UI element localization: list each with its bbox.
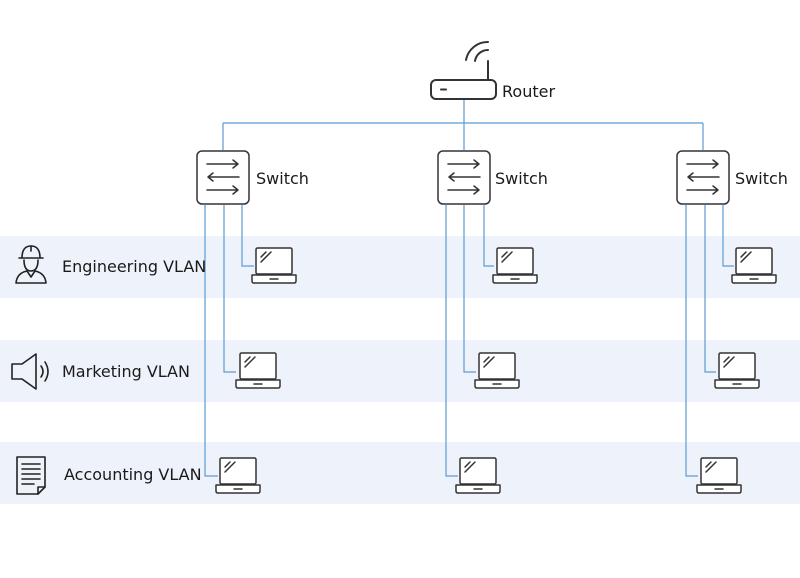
vlan-accounting: Accounting VLAN	[16, 456, 202, 495]
switch-label: Switch	[495, 169, 548, 188]
laptop-icon	[714, 352, 760, 389]
laptop-icon	[474, 352, 520, 389]
vlan-band-marketing	[0, 340, 800, 402]
document-icon	[16, 456, 46, 495]
switch-1: Switch	[196, 150, 309, 205]
router-label: Router	[502, 82, 555, 101]
switch-2: Switch	[437, 150, 548, 205]
laptop-icon	[251, 247, 297, 284]
vlan-band-accounting	[0, 442, 800, 504]
router: Router	[430, 40, 555, 101]
vlan-label-engineering: Engineering VLAN	[62, 257, 206, 276]
laptop-icon	[455, 457, 501, 494]
switch-icon	[437, 150, 491, 205]
engineer-icon	[15, 245, 47, 284]
switch-3: Switch	[676, 150, 788, 205]
switch-icon	[676, 150, 730, 205]
vlan-label-marketing: Marketing VLAN	[62, 362, 190, 381]
vlan-engineering: Engineering VLAN	[15, 245, 206, 284]
megaphone-icon	[11, 353, 49, 390]
vlan-label-accounting: Accounting VLAN	[64, 465, 202, 484]
connection-lines	[204, 99, 734, 477]
vlan-band-engineering	[0, 236, 800, 298]
vlan-marketing: Marketing VLAN	[11, 353, 190, 390]
laptop-icon	[235, 352, 281, 389]
laptop-icon	[696, 457, 742, 494]
laptop-icon	[215, 457, 261, 494]
router-icon	[430, 40, 497, 100]
laptop-icon	[492, 247, 538, 284]
laptop-icon	[731, 247, 777, 284]
switch-label: Switch	[735, 169, 788, 188]
switch-label: Switch	[256, 169, 309, 188]
switch-icon	[196, 150, 250, 205]
